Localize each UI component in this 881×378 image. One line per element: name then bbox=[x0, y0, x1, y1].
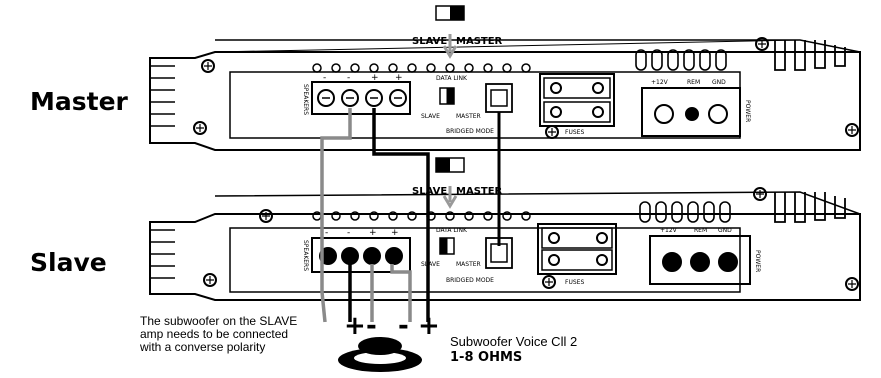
slave-fuses-label: FUSES bbox=[565, 279, 584, 286]
slave-rem-label: REM bbox=[694, 227, 707, 234]
slave-12v-label: +12V bbox=[660, 227, 678, 234]
polarity-mark: + bbox=[344, 311, 366, 341]
master-data-link-label: DATA LINK bbox=[436, 75, 468, 82]
slave-switch-indicator bbox=[435, 157, 465, 209]
polarity-mark: + bbox=[418, 311, 440, 341]
polarity-note-line-1: The subwoofer on the SLAVE bbox=[140, 314, 298, 328]
slave-label: Slave bbox=[30, 248, 107, 277]
top-switch-master-label: MASTER bbox=[456, 36, 503, 47]
master-terminal-sign: + bbox=[395, 73, 403, 83]
slave-amplifier bbox=[149, 187, 861, 301]
master-switch-indicator bbox=[435, 5, 465, 59]
master-amplifier bbox=[149, 37, 861, 151]
subwoofer-icon bbox=[338, 337, 422, 372]
master-slave-label: SLAVE bbox=[421, 113, 440, 120]
slave-power-label: POWER bbox=[754, 250, 761, 272]
master-terminal-sign: + bbox=[371, 73, 379, 83]
bottom-switch-slave-label: SLAVE bbox=[412, 186, 447, 197]
bottom-switch-master-label: MASTER bbox=[456, 186, 503, 197]
slave-master-label: MASTER bbox=[456, 261, 481, 268]
terminal-signs: - - + + - - + + bbox=[323, 73, 403, 238]
slave-slave-label: SLAVE bbox=[421, 261, 440, 268]
polarity-note-line-3: with a converse polarity bbox=[140, 340, 266, 354]
polarity-mark: - bbox=[398, 311, 409, 341]
slave-terminal-sign: - bbox=[347, 228, 350, 238]
slave-bridged-mode-label: BRIDGED MODE bbox=[446, 277, 494, 284]
slave-gnd-label: GND bbox=[718, 227, 732, 234]
slave-terminal-sign: - bbox=[325, 228, 328, 238]
polarity-mark: - bbox=[366, 311, 377, 341]
polarity-note-line-2: amp needs to be connected bbox=[140, 327, 289, 341]
master-fuses-label: FUSES bbox=[565, 129, 584, 136]
master-power-label: POWER bbox=[744, 100, 751, 122]
master-terminal-sign: - bbox=[347, 73, 350, 83]
top-switch-slave-label: SLAVE bbox=[412, 36, 447, 47]
polarity-marks: + - - + bbox=[344, 311, 440, 341]
speaker-wires bbox=[320, 108, 430, 323]
master-terminal-sign: - bbox=[323, 73, 326, 83]
slave-terminal-sign: + bbox=[369, 228, 377, 238]
master-master-label: MASTER bbox=[456, 113, 481, 120]
subwoofer-ohms: 1-8 OHMS bbox=[450, 350, 523, 365]
slave-speakers-label: SPEAKERS bbox=[302, 240, 309, 271]
polarity-note: The subwoofer on the SLAVE amp needs to … bbox=[140, 315, 297, 354]
master-speakers-label: SPEAKERS bbox=[302, 84, 309, 115]
subwoofer-title: Subwoofer Voice Cll 2 bbox=[450, 334, 578, 349]
master-label: Master bbox=[30, 87, 128, 116]
master-rem-label: REM bbox=[687, 79, 700, 86]
slave-terminal-sign: + bbox=[391, 228, 399, 238]
master-bridged-mode-label: BRIDGED MODE bbox=[446, 128, 494, 135]
master-gnd-label: GND bbox=[712, 79, 726, 86]
master-12v-label: +12V bbox=[651, 79, 669, 86]
slave-data-link-label: DATA LINK bbox=[436, 227, 468, 234]
